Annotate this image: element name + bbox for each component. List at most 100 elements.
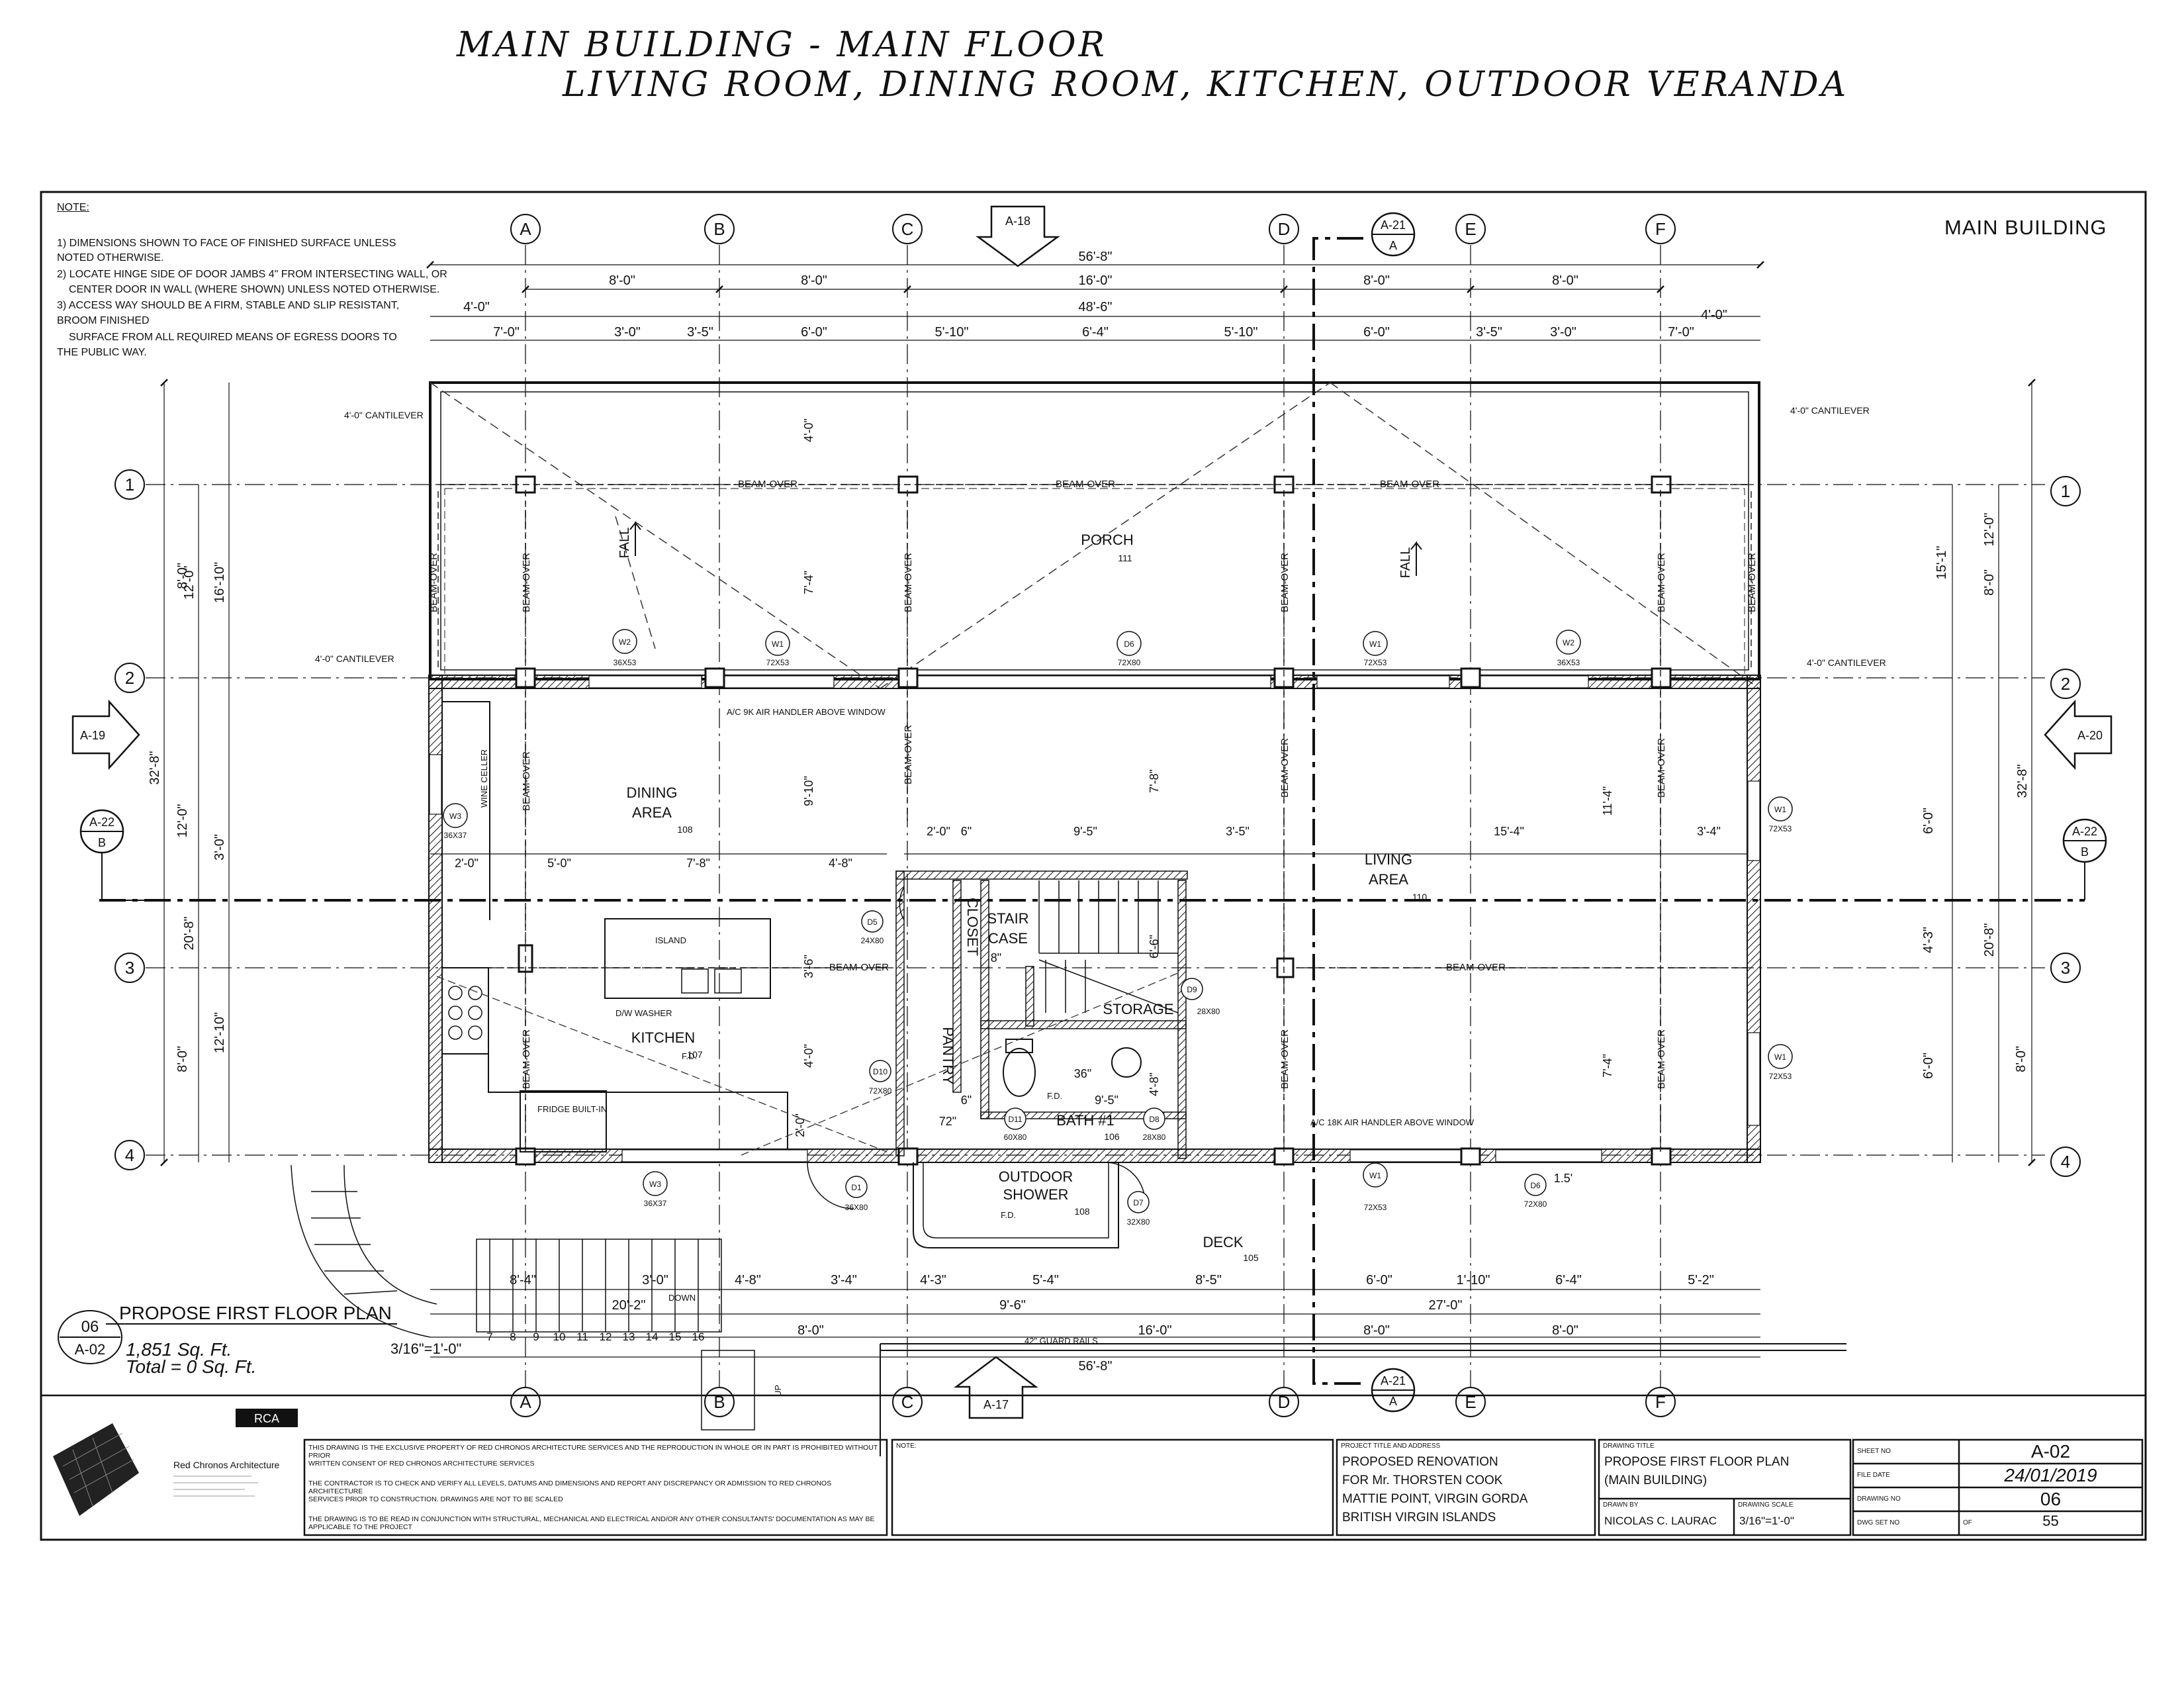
- door-tag-id: D1: [851, 1183, 862, 1192]
- dim-label: 8'-0": [175, 1046, 190, 1072]
- door-tag-id: D5: [867, 917, 878, 927]
- titleblock-note-label: NOTE:: [896, 1442, 917, 1450]
- label-ac-18k: A/C 18K AIR HANDLER ABOVE WINDOW: [1310, 1117, 1475, 1127]
- dim-label: 7'-8": [686, 857, 710, 870]
- room-closet: CLOSET: [964, 898, 981, 956]
- left-dimensions: 32'-8" 12'-0" 20'-8" 16'-10" 3'-0" 12'-1…: [148, 562, 227, 1072]
- window-tag-size: 72X53: [1364, 658, 1387, 667]
- dim-label: 4'-8": [829, 857, 852, 870]
- grid-row-label: 4: [125, 1145, 134, 1165]
- room-storage: STORAGE: [1103, 1001, 1173, 1017]
- dim-label: 8'-0": [797, 1323, 824, 1338]
- dim-label: 7'-4": [1601, 1054, 1614, 1078]
- beam-over-label: BEAM-OVER: [1380, 479, 1439, 490]
- grid-bubble-labels: A B C D E F A B C D E F 1 2 3 4 1 2 3 4: [125, 219, 2070, 1412]
- dim-label: 20'-8": [182, 917, 197, 951]
- beam-over-label: BEAM-OVER: [738, 479, 797, 490]
- sheet-no-label-cell: SHEET NO: [1853, 1440, 1959, 1464]
- dim-label: 4'-8": [735, 1273, 761, 1288]
- dim-label: 9'-5": [1073, 825, 1097, 838]
- dim-label: 6": [961, 1094, 972, 1107]
- room-bath: BATH #1: [1056, 1112, 1115, 1129]
- dim-label: 27'-0": [1429, 1298, 1463, 1313]
- note-line: 1) DIMENSIONS SHOWN TO FACE OF FINISHED …: [57, 238, 396, 249]
- grid-row-label: 2: [125, 668, 134, 688]
- grid-col-label: B: [713, 1392, 725, 1412]
- dim-label: 20'-8": [1982, 923, 1997, 957]
- beam-over-label: BEAM-OVER: [1279, 1029, 1291, 1089]
- dimension-ticks: [160, 261, 2036, 1166]
- door-tag-id: D7: [1133, 1198, 1144, 1207]
- section-mark-a19: A-19: [80, 729, 105, 742]
- room-dining-1: DINING: [627, 784, 678, 801]
- note-line: SURFACE FROM ALL REQUIRED MEANS OF EGRES…: [69, 332, 397, 343]
- columns: [515, 475, 1672, 1166]
- plan-caption-title: PROPOSE FIRST FLOOR PLAN: [119, 1303, 392, 1323]
- sink: [1111, 1047, 1142, 1078]
- door-tag-circles: [845, 631, 1547, 1213]
- door-tag-id: D9: [1187, 985, 1197, 994]
- project-label: PROJECT TITLE AND ADDRESS: [1341, 1442, 1441, 1450]
- dim-label: 72": [939, 1115, 956, 1128]
- dim-label: 6'-0": [1921, 808, 1936, 834]
- label-fridge: FRIDGE BUILT-IN: [537, 1104, 607, 1114]
- grid-row-label: 4: [2061, 1152, 2070, 1172]
- plan-caption: 06 A-02 PROPOSE FIRST FLOOR PLAN 1,851 S…: [58, 1303, 461, 1377]
- stair-step-numbers: 7 8 9 10 11 12 13 14 15 16: [486, 1331, 704, 1343]
- interior-dimensions: 4'-0" 7'-4" 9'-10" 7'-8" 2'-0" 5'-0" 7'-…: [455, 418, 1721, 1185]
- label-up: UP: [773, 1385, 783, 1397]
- fall-label: FALL: [617, 528, 632, 559]
- window-openings: [429, 675, 1760, 1162]
- dim-label: 12'-0": [182, 566, 197, 600]
- dim-label: 12'-10": [212, 1012, 227, 1053]
- drawn-by-cell: DRAWN BY NICOLAS C. LAURAC: [1599, 1499, 1734, 1535]
- dim-label: 4'-0": [1701, 308, 1727, 322]
- room-shower-1: OUTDOOR: [999, 1168, 1073, 1185]
- drawing-scale-cell: DRAWING SCALE 3/16"=1'-0": [1734, 1499, 1850, 1535]
- dwg-set-label-cell: DWG SET NO: [1853, 1511, 1959, 1535]
- window-tag-id: W3: [449, 812, 461, 821]
- plan-caption-area1: 1,851 Sq. Ft.: [126, 1339, 232, 1360]
- window-tag-size: 36X37: [644, 1199, 667, 1208]
- dim-label: 2'-0": [794, 1113, 807, 1137]
- dim-label: 6'-4": [1082, 325, 1109, 340]
- dim-label: 7'-8": [1148, 769, 1161, 793]
- section-mark-a18: A-18: [1005, 214, 1030, 228]
- dim-label: 4'-0": [463, 300, 490, 314]
- disclaimer-line: THE DRAWING IS TO BE READ IN CONJUNCTION…: [308, 1515, 875, 1523]
- section-mark-a21-bottom: A-21: [1381, 1374, 1406, 1387]
- section-mark-a17: A-17: [983, 1398, 1009, 1411]
- fridge: [520, 1090, 607, 1152]
- dim-label: 4'-8": [1148, 1072, 1161, 1096]
- dim-label: 3'-5": [1476, 325, 1502, 340]
- file-date-label-cell: FILE DATE: [1853, 1464, 1959, 1487]
- firm-logo-mark: RCA: [254, 1412, 279, 1425]
- stair-step-number: 16: [692, 1331, 705, 1343]
- beam-over-label: BEAM-OVER: [521, 553, 532, 612]
- beam-lines: [437, 484, 1752, 1152]
- right-dimensions: 32'-8" 15'-1" 12'-0" 20'-8" 8'-0" 6'-0" …: [1921, 513, 2030, 1079]
- window-tag-id: W3: [649, 1180, 661, 1189]
- room-shower-2: SHOWER: [1003, 1186, 1069, 1203]
- label-wine: WINE CELLER: [479, 749, 489, 808]
- grid-row-label: 3: [2061, 958, 2070, 978]
- room-pantry: PANTRY: [940, 1027, 956, 1085]
- section-mark-a21-top-sub: A: [1389, 239, 1397, 252]
- drawing-scale-label: DRAWING SCALE: [1738, 1501, 1794, 1509]
- dim-label: 8'-0": [609, 273, 635, 288]
- project-cell: PROJECT TITLE AND ADDRESS PROPOSED RENOV…: [1337, 1440, 1595, 1535]
- dim-label: 8'-4": [510, 1273, 536, 1288]
- window-tag-size: 72X53: [1364, 1203, 1387, 1212]
- disclaimer-line: THIS DRAWING IS THE EXCLUSIVE PROPERTY O…: [308, 1444, 878, 1460]
- file-date-label: FILE DATE: [1857, 1472, 1890, 1479]
- dim-label: 8'-0": [1363, 1323, 1390, 1338]
- dim-label: 8'-0": [1363, 273, 1390, 288]
- drawing-title-label: DRAWING TITLE: [1603, 1442, 1655, 1450]
- dim-label: 3'-4": [1697, 825, 1721, 838]
- dim-label: 7'-0": [1668, 325, 1694, 340]
- grid-col-label: E: [1465, 1392, 1476, 1412]
- stair-step-number: 12: [600, 1331, 612, 1343]
- plan-caption-sheet: A-02: [75, 1341, 105, 1358]
- door-tag-size: 28X80: [1143, 1133, 1166, 1142]
